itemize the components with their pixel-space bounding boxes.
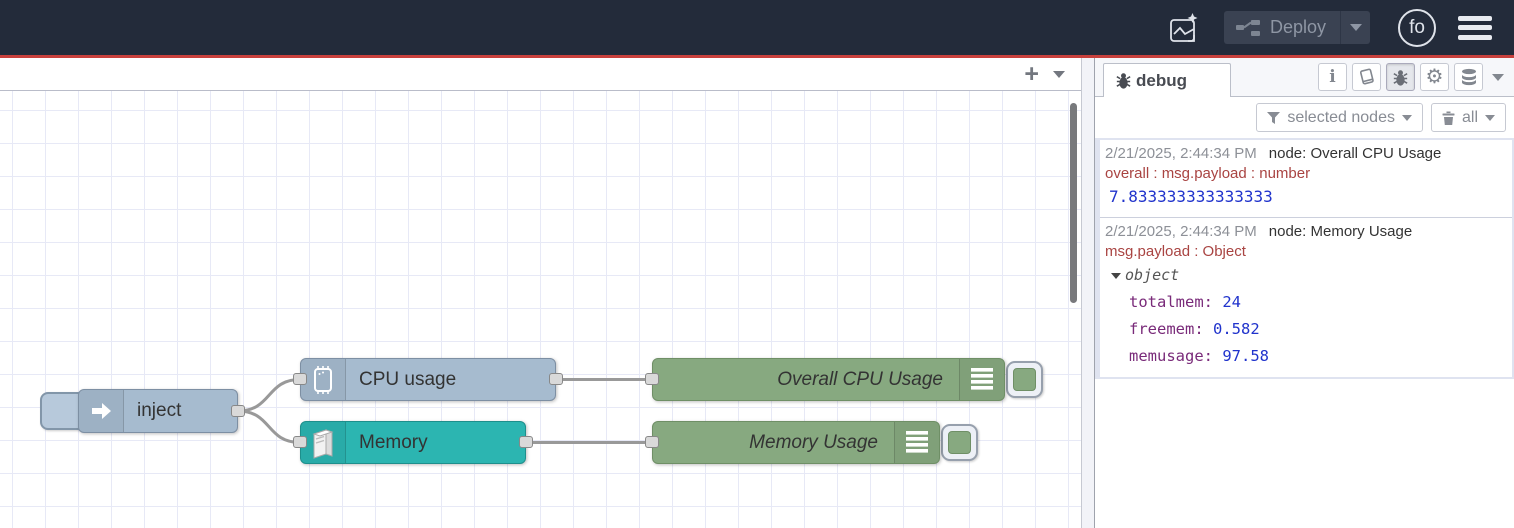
bug-icon bbox=[1393, 69, 1408, 86]
deploy-options-caret[interactable] bbox=[1340, 11, 1370, 44]
object-property-row[interactable]: totalmem: 24 bbox=[1105, 289, 1507, 316]
message-property-path: msg.payload : Object bbox=[1105, 243, 1246, 260]
main-menu-icon[interactable] bbox=[1458, 15, 1492, 40]
output-port[interactable] bbox=[549, 373, 563, 385]
object-expand-row[interactable]: object bbox=[1105, 262, 1507, 289]
debug-message-list: 2/21/2025, 2:44:34 PM node: Overall CPU … bbox=[1095, 138, 1514, 379]
clear-label: all bbox=[1461, 108, 1478, 126]
input-port[interactable] bbox=[645, 436, 659, 448]
server-tower-icon bbox=[301, 422, 346, 463]
debug-message[interactable]: 2/21/2025, 2:44:34 PM node: Memory Usage… bbox=[1100, 217, 1512, 377]
flow-canvas[interactable]: + inject bbox=[0, 58, 1081, 528]
property-value: 97.58 bbox=[1222, 347, 1270, 365]
flow-list-caret[interactable] bbox=[1053, 70, 1065, 78]
info-icon: i bbox=[1329, 67, 1336, 87]
chevron-down-icon bbox=[1401, 114, 1412, 121]
book-icon bbox=[1359, 68, 1374, 85]
info-tab-button[interactable]: i bbox=[1318, 63, 1347, 91]
add-flow-button[interactable]: + bbox=[1024, 59, 1039, 88]
message-meta: 2/21/2025, 2:44:34 PM node: Overall CPU … bbox=[1105, 144, 1507, 164]
property-value: 0.582 bbox=[1213, 320, 1260, 338]
message-value-number: 7.833333333333333 bbox=[1109, 187, 1273, 206]
input-port[interactable] bbox=[293, 373, 307, 385]
canvas-vertical-scrollbar[interactable] bbox=[1070, 103, 1077, 303]
debug-console-icon bbox=[959, 359, 1004, 400]
debug-tab-button[interactable] bbox=[1386, 63, 1415, 91]
node-label: Memory Usage bbox=[749, 431, 878, 453]
deploy-button-main[interactable]: Deploy bbox=[1224, 17, 1340, 38]
node-label: Memory bbox=[359, 431, 428, 453]
message-source-node: node: Memory Usage bbox=[1268, 223, 1413, 240]
node-cpu-usage[interactable]: CPU usage bbox=[300, 358, 556, 401]
debug-console-icon bbox=[894, 422, 939, 463]
filter-nodes-button[interactable]: selected nodes bbox=[1256, 103, 1423, 132]
node-debug-memory[interactable]: Memory Usage bbox=[652, 421, 940, 464]
debug-enable-toggle[interactable] bbox=[1006, 361, 1043, 398]
cpu-chip-icon bbox=[301, 359, 346, 400]
trash-icon bbox=[1442, 111, 1455, 125]
deploy-nodes-icon bbox=[1235, 19, 1260, 36]
debug-message[interactable]: 2/21/2025, 2:44:34 PM node: Overall CPU … bbox=[1100, 140, 1512, 217]
output-port[interactable] bbox=[231, 405, 245, 417]
node-label: Overall CPU Usage bbox=[777, 368, 943, 390]
chevron-down-icon bbox=[1485, 114, 1495, 121]
deploy-label: Deploy bbox=[1269, 17, 1326, 37]
node-label: inject bbox=[137, 400, 182, 421]
output-port[interactable] bbox=[519, 436, 533, 448]
collapse-caret-icon bbox=[1111, 272, 1121, 279]
avatar-initials: fo bbox=[1409, 16, 1425, 38]
node-debug-overall-cpu[interactable]: Overall CPU Usage bbox=[652, 358, 1005, 401]
debug-sidebar: debug i bbox=[1095, 58, 1514, 528]
gear-icon: ⚙ bbox=[1425, 66, 1444, 88]
flow-tabbar: + bbox=[0, 58, 1081, 91]
header-bar: Deploy fo bbox=[0, 0, 1514, 58]
property-key: freemem: bbox=[1129, 320, 1204, 338]
debug-enable-toggle[interactable] bbox=[941, 424, 978, 461]
message-source-node: node: Overall CPU Usage bbox=[1268, 145, 1442, 162]
user-avatar[interactable]: fo bbox=[1398, 8, 1436, 47]
sidebar-resize-handle[interactable] bbox=[1081, 58, 1095, 528]
input-port[interactable] bbox=[293, 436, 307, 448]
tab-debug[interactable]: debug bbox=[1103, 63, 1231, 97]
context-data-button[interactable] bbox=[1454, 63, 1483, 91]
funnel-icon bbox=[1267, 111, 1281, 124]
property-key: memusage: bbox=[1129, 347, 1213, 365]
input-port[interactable] bbox=[645, 373, 659, 385]
clear-messages-button[interactable]: all bbox=[1430, 103, 1506, 132]
message-meta: 2/21/2025, 2:44:34 PM node: Memory Usage bbox=[1105, 222, 1507, 242]
object-property-row[interactable]: memusage: 97.58 bbox=[1105, 343, 1507, 370]
node-inject[interactable]: inject bbox=[78, 389, 238, 433]
bug-icon bbox=[1116, 73, 1131, 89]
workspace: + inject bbox=[0, 58, 1514, 528]
inject-arrow-icon bbox=[79, 390, 124, 432]
debug-toolbar: selected nodes all bbox=[1095, 97, 1514, 138]
deploy-button[interactable]: Deploy bbox=[1223, 11, 1370, 44]
sidebar-tabbar: debug i bbox=[1095, 58, 1514, 97]
database-icon bbox=[1461, 68, 1476, 86]
message-timestamp: 2/21/2025, 2:44:34 PM bbox=[1105, 223, 1257, 240]
sidebar-menu-caret[interactable] bbox=[1492, 73, 1504, 81]
filter-label: selected nodes bbox=[1287, 108, 1395, 126]
tab-debug-label: debug bbox=[1136, 70, 1187, 90]
chevron-down-icon bbox=[1349, 24, 1362, 31]
sidebar-tab-tools: i bbox=[1231, 63, 1514, 96]
help-tab-button[interactable] bbox=[1352, 63, 1381, 91]
message-timestamp: 2/21/2025, 2:44:34 PM bbox=[1105, 145, 1257, 162]
property-key: totalmem: bbox=[1129, 293, 1213, 311]
config-nodes-button[interactable]: ⚙ bbox=[1420, 63, 1449, 91]
object-type-label: object bbox=[1125, 266, 1180, 284]
node-memory[interactable]: Memory bbox=[300, 421, 526, 464]
flow-assistant-icon[interactable] bbox=[1162, 8, 1206, 48]
property-value: 24 bbox=[1222, 293, 1242, 311]
message-property-path: overall : msg.payload : number bbox=[1105, 165, 1311, 182]
object-property-row[interactable]: freemem: 0.582 bbox=[1105, 316, 1507, 343]
node-label: CPU usage bbox=[359, 368, 457, 390]
